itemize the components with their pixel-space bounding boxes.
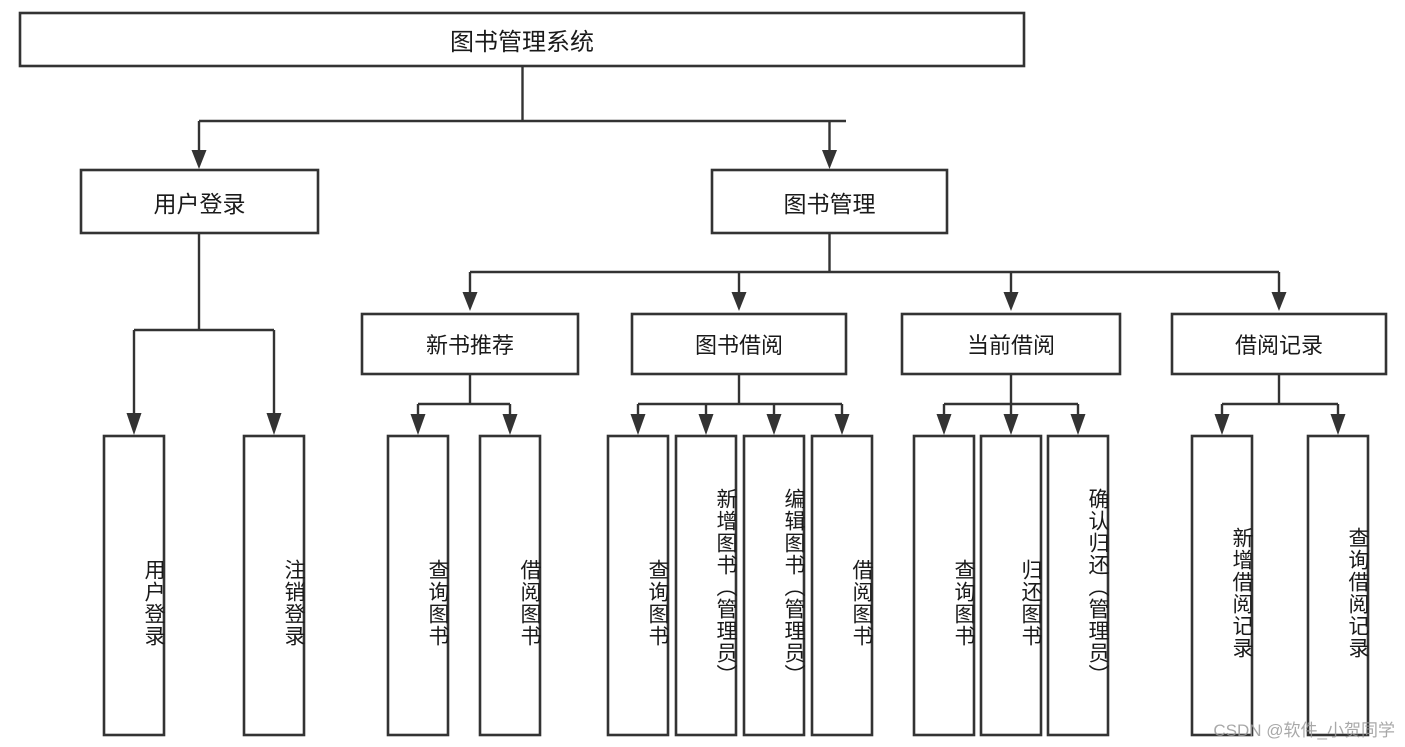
- leaf-current-borrow-0[interactable]: [912, 434, 976, 737]
- leaf-new-book-1[interactable]: [478, 434, 542, 737]
- leaf-current-borrow-2[interactable]: [1046, 434, 1110, 737]
- node-new-book-recommend[interactable]: [360, 312, 580, 376]
- leaf-new-book-0[interactable]: [386, 434, 450, 737]
- leaf-book-borrow-2[interactable]: [742, 434, 806, 737]
- leaf-borrow-records-0[interactable]: [1190, 434, 1254, 737]
- connector-newbook-to-leaves: [410, 374, 518, 435]
- node-root[interactable]: [18, 11, 1026, 68]
- node-book-borrow[interactable]: [630, 312, 848, 376]
- connector-borrowrecords-to-leaves: [1214, 374, 1346, 435]
- node-book-management[interactable]: [710, 168, 949, 235]
- leaf-book-borrow-0[interactable]: [606, 434, 670, 737]
- connector-bookborrow-to-leaves: [630, 374, 850, 435]
- leaf-user-login-1[interactable]: [242, 434, 306, 737]
- leaf-book-borrow-3[interactable]: [810, 434, 874, 737]
- connector-root-to-level2: [191, 66, 846, 169]
- leaf-user-login-0[interactable]: [102, 434, 166, 737]
- node-current-borrow[interactable]: [900, 312, 1122, 376]
- leaf-borrow-records-1[interactable]: [1306, 434, 1370, 737]
- leaf-book-borrow-1[interactable]: [674, 434, 738, 737]
- node-borrow-records[interactable]: [1170, 312, 1388, 376]
- leaf-current-borrow-1[interactable]: [979, 434, 1043, 737]
- connector-bookmgmt-to-level3: [462, 233, 1287, 311]
- node-user-login[interactable]: [79, 168, 320, 235]
- connector-userlogin-to-leaves: [126, 233, 282, 435]
- connector-currentborrow-to-leaves: [936, 374, 1086, 435]
